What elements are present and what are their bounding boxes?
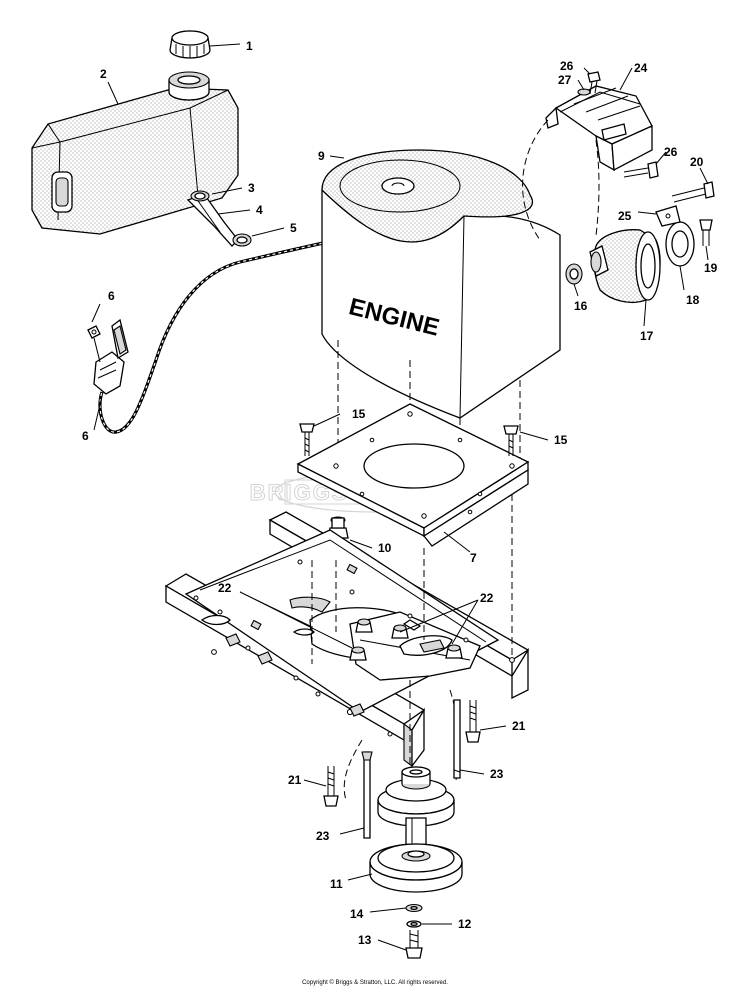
callout-20: 20 [690,155,704,169]
callout-22-right: 22 [480,591,494,605]
callout-26-side: 26 [664,145,678,159]
callout-labels: 1 2 3 4 5 6 6 9 15 15 10 7 22 22 21 23 2… [82,39,718,947]
callout-3: 3 [248,181,255,195]
muffler [589,229,661,304]
callout-19: 19 [704,261,718,275]
leader-lines [91,43,709,951]
callout-23-right: 23 [490,767,504,781]
callout-15-right: 15 [554,433,568,447]
hose-clamp-upper [190,190,210,202]
shield-screw-26-side [623,161,659,179]
muffler-clip [655,205,681,227]
hose-clamp-lower [232,233,252,247]
fuel-tank [31,87,239,235]
plate-frame-projection [311,494,513,664]
callout-1: 1 [246,39,253,53]
flange-nut-2 [355,618,373,633]
callout-12: 12 [458,917,472,931]
engine-pulley [369,843,463,893]
callout-10: 10 [378,541,392,555]
fuel-hose [186,193,239,247]
callout-25: 25 [618,209,632,223]
stud-right [453,699,461,779]
callout-21-right: 21 [512,719,526,733]
callout-11: 11 [330,877,343,891]
throttle-control [87,318,129,395]
muffler-gasket [665,221,695,267]
callout-7: 7 [470,551,477,565]
bolt-13 [405,930,423,959]
lock-washer-12 [406,920,422,928]
upper-pulley [377,766,455,827]
flange-nut-1 [349,646,367,661]
callout-14: 14 [350,907,364,921]
shield-screw-26-top [587,71,601,95]
callout-24: 24 [634,61,648,75]
mount-bolt-left [299,423,315,456]
copyright-notice: Copyright © Briggs & Stratton, LLC. All … [302,979,448,986]
heat-shield-bolt [671,181,715,203]
mount-bolt-right [503,425,519,456]
flange-nut-4 [445,644,463,659]
callout-9: 9 [318,149,325,163]
callout-6-bottom: 6 [82,429,89,443]
heat-shield [545,85,653,172]
throttle-cable [98,240,329,434]
callout-16: 16 [574,299,588,313]
callout-18: 18 [686,293,700,307]
callout-2: 2 [100,67,107,81]
callout-21-left: 21 [288,773,302,787]
filler-neck [168,71,210,101]
bolt-left [323,766,339,807]
callout-5: 5 [290,221,297,235]
callout-22-left: 22 [218,581,232,595]
washer-14 [405,903,423,913]
callout-13: 13 [358,933,372,947]
callout-23-left: 23 [316,829,330,843]
callout-26-top: 26 [560,59,574,73]
callout-6-top: 6 [108,289,115,303]
callout-17: 17 [640,329,654,343]
callout-27: 27 [558,73,572,87]
fuel-cap [169,30,211,59]
callout-15-left: 15 [352,407,366,421]
callout-4: 4 [256,203,263,217]
bolt-right [465,700,481,743]
frame-bolt-heads [225,633,365,717]
engine-mount-plate [296,403,530,547]
chassis-frame [164,511,530,768]
muffler-bolt [699,219,713,246]
heat-shield-projection [522,119,600,241]
exhaust-nut [565,263,583,285]
stud-left [361,751,373,839]
shield-washer-27 [577,88,591,96]
engine-block: ENGINE [321,149,561,419]
